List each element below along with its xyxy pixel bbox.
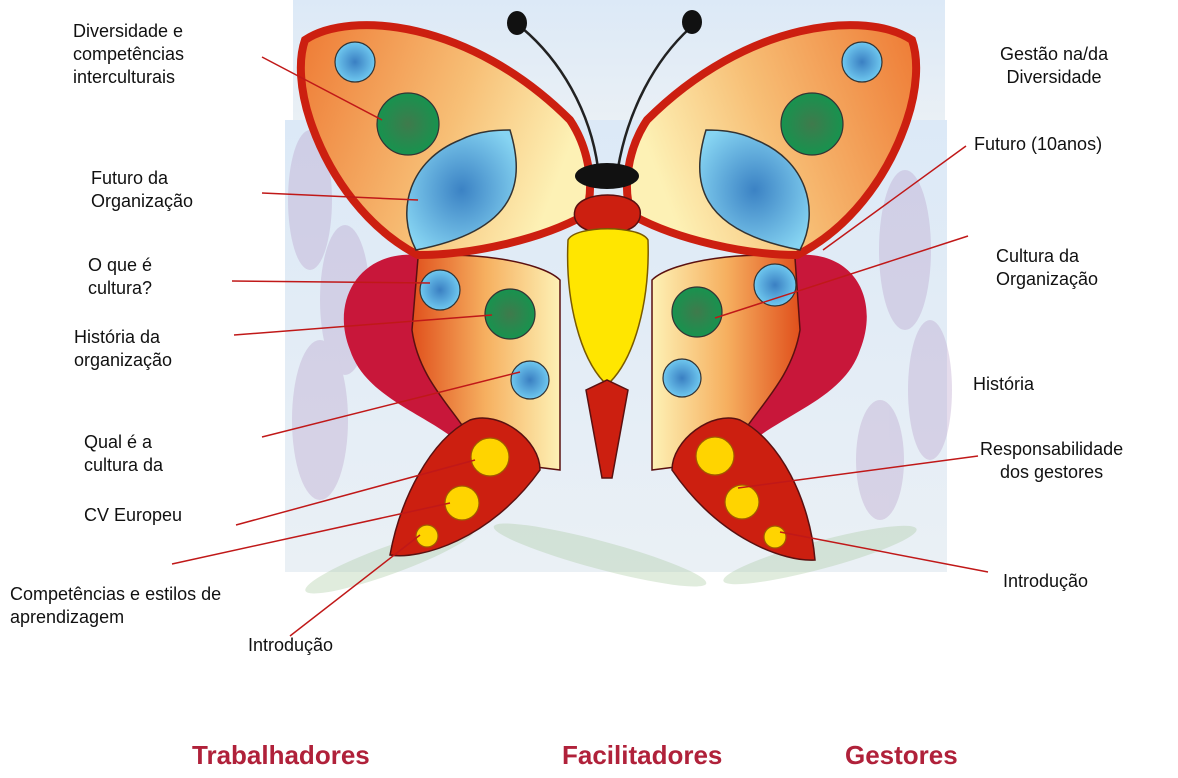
label-cultura-organizacao: Cultura da Organização: [996, 245, 1098, 291]
spot-blue-mid-left: [420, 270, 460, 310]
label-futuro-10anos: Futuro (10anos): [974, 133, 1102, 156]
label-introducao-right: Introdução: [1003, 570, 1088, 593]
spot-blue-top-left: [335, 42, 375, 82]
spot-blue-low-left: [511, 361, 549, 399]
label-gestao-diversidade: Gestão na/da Diversidade: [1000, 43, 1108, 89]
spot-yellow-2-left: [445, 486, 479, 520]
spot-green-top-left: [377, 93, 439, 155]
category-gestores: Gestores: [845, 740, 958, 771]
spot-green-top-right: [781, 93, 843, 155]
spot-yellow-1-right: [696, 437, 734, 475]
spot-yellow-1-left: [471, 438, 509, 476]
spot-blue-mid-right: [754, 264, 796, 306]
label-historia: História: [973, 373, 1034, 396]
spot-blue-low-right: [663, 359, 701, 397]
spot-yellow-3-right: [764, 526, 786, 548]
spot-green-mid-right: [672, 287, 722, 337]
head: [575, 163, 639, 189]
spot-blue-top-right: [842, 42, 882, 82]
label-o-que-e-cultura: O que é cultura?: [88, 254, 152, 300]
label-introducao-left: Introdução: [248, 634, 333, 657]
category-facilitadores: Facilitadores: [562, 740, 722, 771]
label-diversidade-competencias: Diversidade e competências interculturai…: [73, 20, 184, 89]
label-historia-organizacao: História da organização: [74, 326, 172, 372]
label-responsabilidade-gestores: Responsabilidade dos gestores: [980, 438, 1123, 484]
label-cv-europeu: CV Europeu: [84, 504, 182, 527]
category-trabalhadores: Trabalhadores: [192, 740, 370, 771]
label-competencias-estilos: Competências e estilos de aprendizagem: [10, 583, 221, 634]
label-futuro-organizacao: Futuro da Organização: [91, 167, 193, 213]
label-qual-e-a-cultura: Qual é a cultura da: [84, 431, 163, 477]
spot-yellow-2-right: [725, 485, 759, 519]
spot-green-mid-left: [485, 289, 535, 339]
